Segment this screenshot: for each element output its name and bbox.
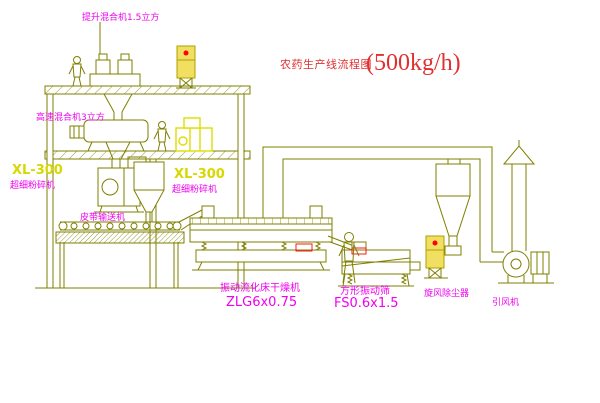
label-cyclone: 旋风除尘器	[424, 287, 469, 299]
label-dryer-model: ZLG6x0.75	[226, 295, 297, 310]
label-dryer-name: 振动流化床干燥机	[220, 281, 300, 294]
label-belt-conveyor: 皮带输送机	[80, 211, 125, 223]
vibrating-screen	[338, 241, 421, 287]
belt-conveyor	[55, 209, 203, 244]
induced-draft-fan	[498, 250, 554, 284]
mill-xl300	[94, 156, 147, 213]
label-fan: 引风机	[492, 296, 519, 308]
label-screen-name: 方形振动筛	[340, 284, 390, 297]
elevator-mixer	[89, 22, 141, 120]
label-screen-model: FS0.6x1.5	[334, 296, 399, 311]
power-indicator	[432, 240, 438, 246]
worker-figure-ground	[338, 232, 360, 284]
label-mill-left-model: XL-300	[12, 163, 63, 178]
red-dimension-marks	[295, 243, 367, 255]
label-high-speed-mixer: 高速混合机3立方	[36, 111, 105, 123]
crusher-highlighted	[175, 117, 213, 152]
power-indicator	[183, 50, 189, 56]
duct-work	[262, 146, 504, 263]
exhaust-stack	[502, 140, 536, 251]
label-elevator-mixer: 提升混合机1.5立方	[82, 11, 159, 23]
building-structure	[35, 85, 256, 289]
label-mill-center-model: XL-300	[174, 167, 225, 182]
mill-cyclone-collector	[133, 161, 165, 222]
control-cabinet-top	[176, 45, 196, 89]
label-mill-left-name: 超细粉碎机	[10, 179, 55, 191]
high-speed-mixer	[69, 119, 149, 168]
diagram-capacity: (500kg/h)	[366, 50, 461, 76]
worker-figure-floor2	[153, 121, 171, 152]
worker-figure-top	[68, 56, 86, 87]
fluid-bed-dryer	[189, 205, 359, 271]
diagram-title: 农药生产线流程图	[280, 57, 372, 71]
cyclone-dust-collector	[435, 163, 471, 256]
control-cabinet-ground	[424, 235, 448, 279]
label-mill-center-name: 超细粉碎机	[172, 183, 217, 195]
